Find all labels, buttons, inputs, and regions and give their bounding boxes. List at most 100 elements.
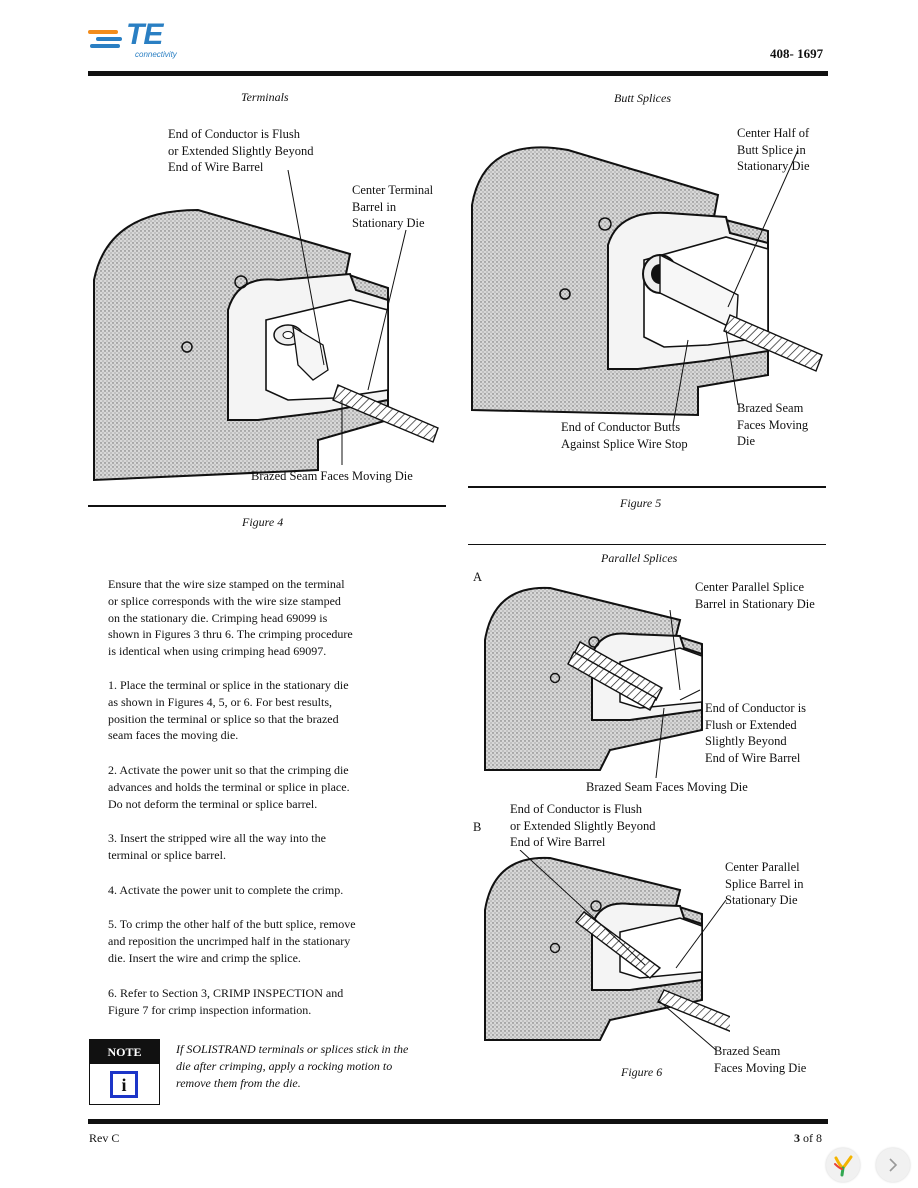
text-line: on the stationary die. Crimping head 690…: [108, 610, 328, 625]
header-rule: [88, 71, 828, 76]
fig6a-callout-flush: End of Conductor is Flush or Extended Sl…: [705, 700, 806, 766]
fig6b-callout-center-line: Center Parallel: [725, 860, 800, 874]
instructions-step6: 6. Refer to Section 3, CRIMP INSPECTION …: [108, 985, 343, 1019]
fig6b-callout-seam-line: Brazed Seam: [714, 1044, 781, 1058]
text-line: die after crimping, apply a rocking moti…: [176, 1058, 393, 1073]
instructions-intro: Ensure that the wire size stamped on the…: [108, 576, 353, 660]
instructions-step4: 4. Activate the power unit to complete t…: [108, 882, 343, 899]
text-line: shown in Figures 3 thru 6. The crimping …: [108, 627, 353, 642]
footer-page-current: 3: [794, 1131, 800, 1145]
fig6-label-b: B: [473, 820, 482, 834]
fig6b-callout-flush: End of Conductor is Flush or Extended Sl…: [510, 801, 655, 851]
note-label: NOTE: [90, 1040, 159, 1064]
fig6a-illustration: [484, 586, 703, 779]
te-logo-mark: [88, 30, 122, 48]
note-text: If SOLISTRAND terminals or splices stick…: [176, 1041, 408, 1091]
text-line: 3. Insert the stripped wire all the way …: [108, 831, 326, 845]
fig4-callout-center: Center Terminal Barrel in Stationary Die: [352, 182, 433, 232]
text-line: Do not deform the terminal or splice bar…: [108, 796, 318, 811]
text-line: die. Insert the wire and crimp the splic…: [108, 950, 301, 965]
fig6-top-rule: [468, 544, 826, 545]
fig5-callout-butts-line: Against Splice Wire Stop: [561, 436, 688, 451]
text-line: 5. To crimp the other half of the butt s…: [108, 917, 356, 931]
text-line: 4. Activate the power unit to complete t…: [108, 883, 344, 897]
fig4-callout-flush: End of Conductor is Flush or Extended Sl…: [168, 126, 313, 176]
info-icon-letter: i: [121, 1075, 127, 1095]
fig6b-callout-flush-line: or Extended Slightly Beyond: [510, 818, 656, 833]
instructions-step1: 1. Place the terminal or splice in the s…: [108, 677, 349, 744]
fig5-illustration: [471, 146, 823, 425]
fig5-callout-seam: Brazed Seam Faces Moving Die: [737, 400, 808, 450]
note-box: NOTE i: [89, 1039, 160, 1105]
fig5-callout-seam-line: Faces Moving: [737, 417, 809, 432]
text-line: terminal or splice barrel.: [108, 847, 226, 862]
fig5-callout-center: Center Half of Butt Splice in Stationary…: [737, 125, 810, 175]
fig6a-callout-flush-line: End of Conductor is: [705, 701, 807, 715]
text-line: 1. Place the terminal or splice in the s…: [108, 678, 349, 692]
instructions-step2: 2. Activate the power unit so that the c…: [108, 762, 350, 812]
text-line: seam faces the moving die.: [108, 728, 239, 743]
text-line: 2. Activate the power unit so that the c…: [108, 763, 349, 777]
fig6b-callout-flush-line: End of Conductor is Flush: [510, 802, 642, 816]
fig6a-callout-center-line: Barrel in Stationary Die: [695, 596, 815, 611]
text-line: If SOLISTRAND terminals or splices stick…: [176, 1042, 409, 1056]
fig4-illustration: [93, 170, 439, 482]
next-page-button[interactable]: [876, 1148, 910, 1182]
fig5-caption: Figure 5: [620, 496, 662, 510]
fig5-callout-seam-line: Die: [737, 434, 756, 448]
fig5-callout-center-line: Stationary Die: [737, 159, 810, 173]
footer-rev: Rev C: [89, 1131, 120, 1145]
fig6-section-title: Parallel Splices: [601, 551, 678, 565]
fig5-callout-center-line: Butt Splice in: [737, 142, 806, 157]
fig5-callout-seam-line: Brazed Seam: [737, 401, 804, 415]
fig4-callout-flush-line: End of Conductor is Flush: [168, 127, 300, 141]
instructions-step5: 5. To crimp the other half of the butt s…: [108, 916, 356, 966]
viewer-logo-button[interactable]: [826, 1148, 860, 1182]
fig4-callout-center-line: Center Terminal: [352, 183, 434, 197]
fig4-callout-center-line: Stationary Die: [352, 216, 425, 230]
fig4-section-title: Terminals: [241, 90, 289, 104]
text-line: as shown in Figures 4, 5, or 6. For best…: [108, 694, 332, 709]
fig6-label-a: A: [473, 570, 483, 584]
text-line: position the terminal or splice so that …: [108, 711, 339, 726]
fig6b-callout-center: Center Parallel Splice Barrel in Station…: [725, 859, 803, 909]
fig6a-callout-flush-line: Flush or Extended: [705, 717, 797, 732]
fig4-caption: Figure 4: [242, 515, 284, 529]
doc-number: 408- 1697: [770, 46, 824, 61]
fig4-callout-center-line: Barrel in: [352, 199, 397, 214]
te-brand-sub: connectivity: [135, 50, 177, 59]
footer-rule: [88, 1119, 828, 1124]
text-line: remove them from the die.: [176, 1075, 301, 1090]
fig5-rule: [468, 486, 826, 488]
text-line: 6. Refer to Section 3, CRIMP INSPECTION …: [108, 986, 344, 1000]
fig6b-callout-center-line: Splice Barrel in: [725, 876, 804, 891]
fig6-caption: Figure 6: [621, 1065, 663, 1079]
fig6a-callout-center: Center Parallel Splice Barrel in Station…: [695, 579, 815, 612]
te-logo: TE connectivity: [88, 18, 188, 60]
text-line: is identical when using crimping head 69…: [108, 644, 327, 659]
fig6a-callout-seam: Brazed Seam Faces Moving Die: [586, 780, 748, 794]
fig5-callout-center-line: Center Half of: [737, 126, 810, 140]
fig6b-callout-flush-line: End of Wire Barrel: [510, 835, 606, 849]
fig5-callout-butts: End of Conductor Butts Against Splice Wi…: [561, 419, 688, 452]
text-line: advances and holds the terminal or splic…: [108, 779, 350, 794]
footer-page: 3 of 8: [794, 1131, 822, 1146]
te-brand: TE: [126, 18, 163, 51]
text-line: Figure 7 for crimp inspection informatio…: [108, 1002, 312, 1017]
viewer-logo-icon: [834, 1155, 853, 1177]
instructions-step3: 3. Insert the stripped wire all the way …: [108, 830, 326, 864]
fig4-callout-flush-line: or Extended Slightly Beyond: [168, 143, 314, 158]
info-icon: i: [110, 1071, 138, 1098]
text-line: Ensure that the wire size stamped on the…: [108, 577, 345, 591]
fig4-rule: [88, 505, 446, 507]
fig6a-callout-center-line: Center Parallel Splice: [695, 580, 804, 594]
fig6a-callout-flush-line: Slightly Beyond: [705, 734, 787, 748]
fig6b-callout-seam-line: Faces Moving Die: [714, 1060, 807, 1075]
fig5-callout-butts-line: End of Conductor Butts: [561, 420, 681, 434]
chevron-right-icon: [889, 1158, 898, 1172]
footer-page-of: of 8: [803, 1131, 822, 1145]
fig6b-callout-seam: Brazed Seam Faces Moving Die: [714, 1043, 806, 1076]
fig5-section-title: Butt Splices: [614, 91, 671, 105]
fig4-callout-flush-line: End of Wire Barrel: [168, 160, 264, 174]
fig6b-callout-center-line: Stationary Die: [725, 893, 798, 907]
